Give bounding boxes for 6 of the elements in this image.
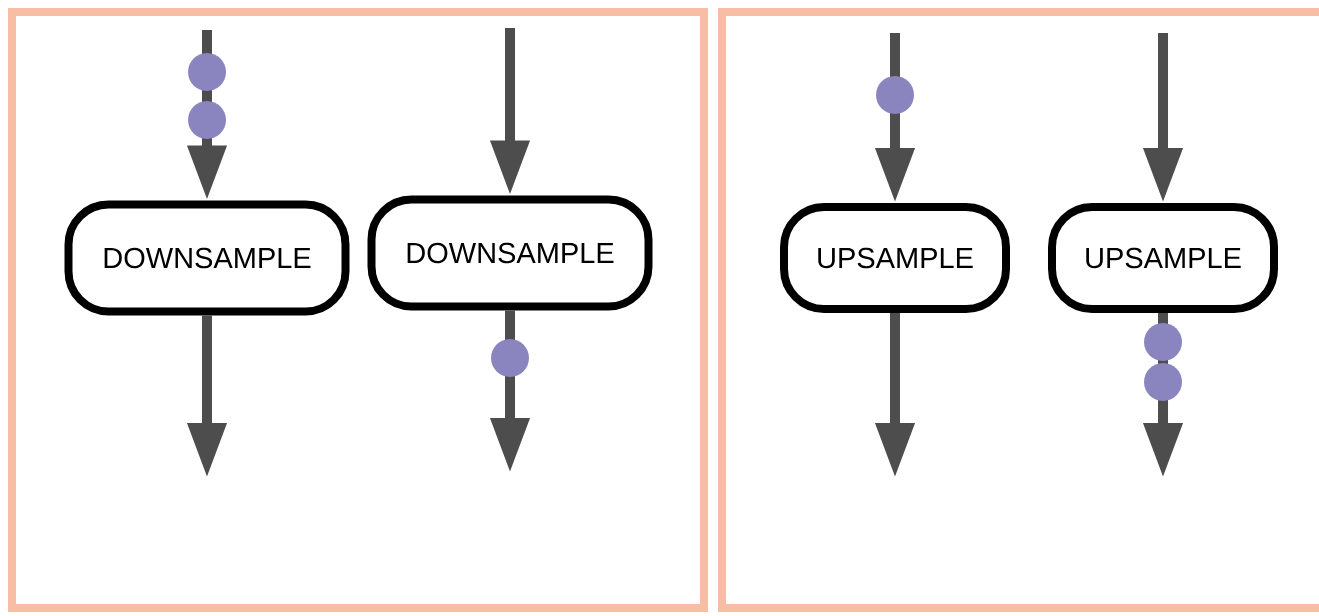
process-box: UPSAMPLE xyxy=(780,203,1010,313)
process-box: DOWNSAMPLE xyxy=(367,195,653,311)
panel-frame xyxy=(718,8,1319,612)
process-box: DOWNSAMPLE xyxy=(64,200,350,316)
panel-frame xyxy=(8,8,708,612)
process-box: UPSAMPLE xyxy=(1048,203,1278,313)
